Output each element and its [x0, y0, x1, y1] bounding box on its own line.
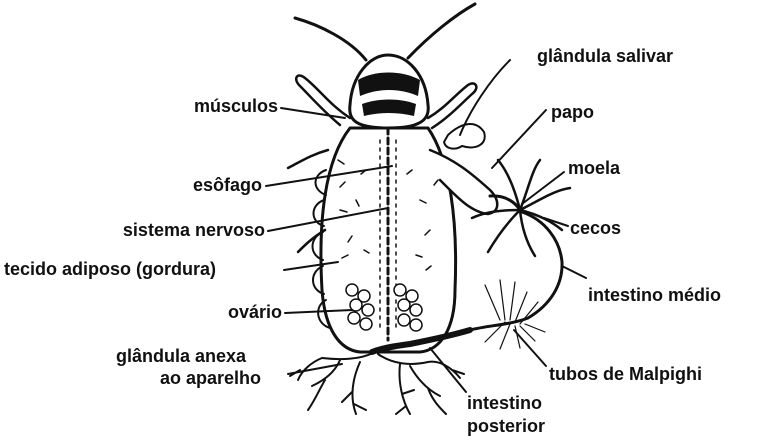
label-glandula-anexa-line1: glândula anexa: [116, 346, 246, 366]
label-cecos: cecos: [570, 218, 621, 238]
left-leg-mid: [288, 150, 328, 168]
label-tubos-malpighi: tubos de Malpighi: [549, 364, 702, 384]
right-leg-front: [428, 83, 476, 128]
accessory-gland: [290, 352, 464, 414]
label-glandula-salivar: glândula salivar: [537, 46, 673, 66]
label-papo: papo: [551, 102, 594, 122]
label-intestino-posterior-line1: intestino: [467, 393, 542, 413]
label-intestino-medio: intestino médio: [588, 285, 721, 305]
right-antenna: [408, 4, 475, 58]
label-ovario: ovário: [180, 302, 282, 322]
left-antenna: [295, 18, 366, 60]
label-glandula-anexa-line2: ao aparelho: [160, 368, 261, 388]
midgut: [470, 212, 562, 330]
label-sistema-nervoso: sistema nervoso: [60, 220, 265, 240]
label-moela: moela: [568, 158, 620, 178]
salivary-gland: [444, 124, 485, 149]
label-intestino-posterior-line2: posterior: [467, 416, 545, 436]
label-musculos: músculos: [150, 96, 278, 116]
label-esofago: esôfago: [152, 175, 262, 195]
label-tecido-adiposo: tecido adiposo (gordura): [4, 259, 216, 279]
